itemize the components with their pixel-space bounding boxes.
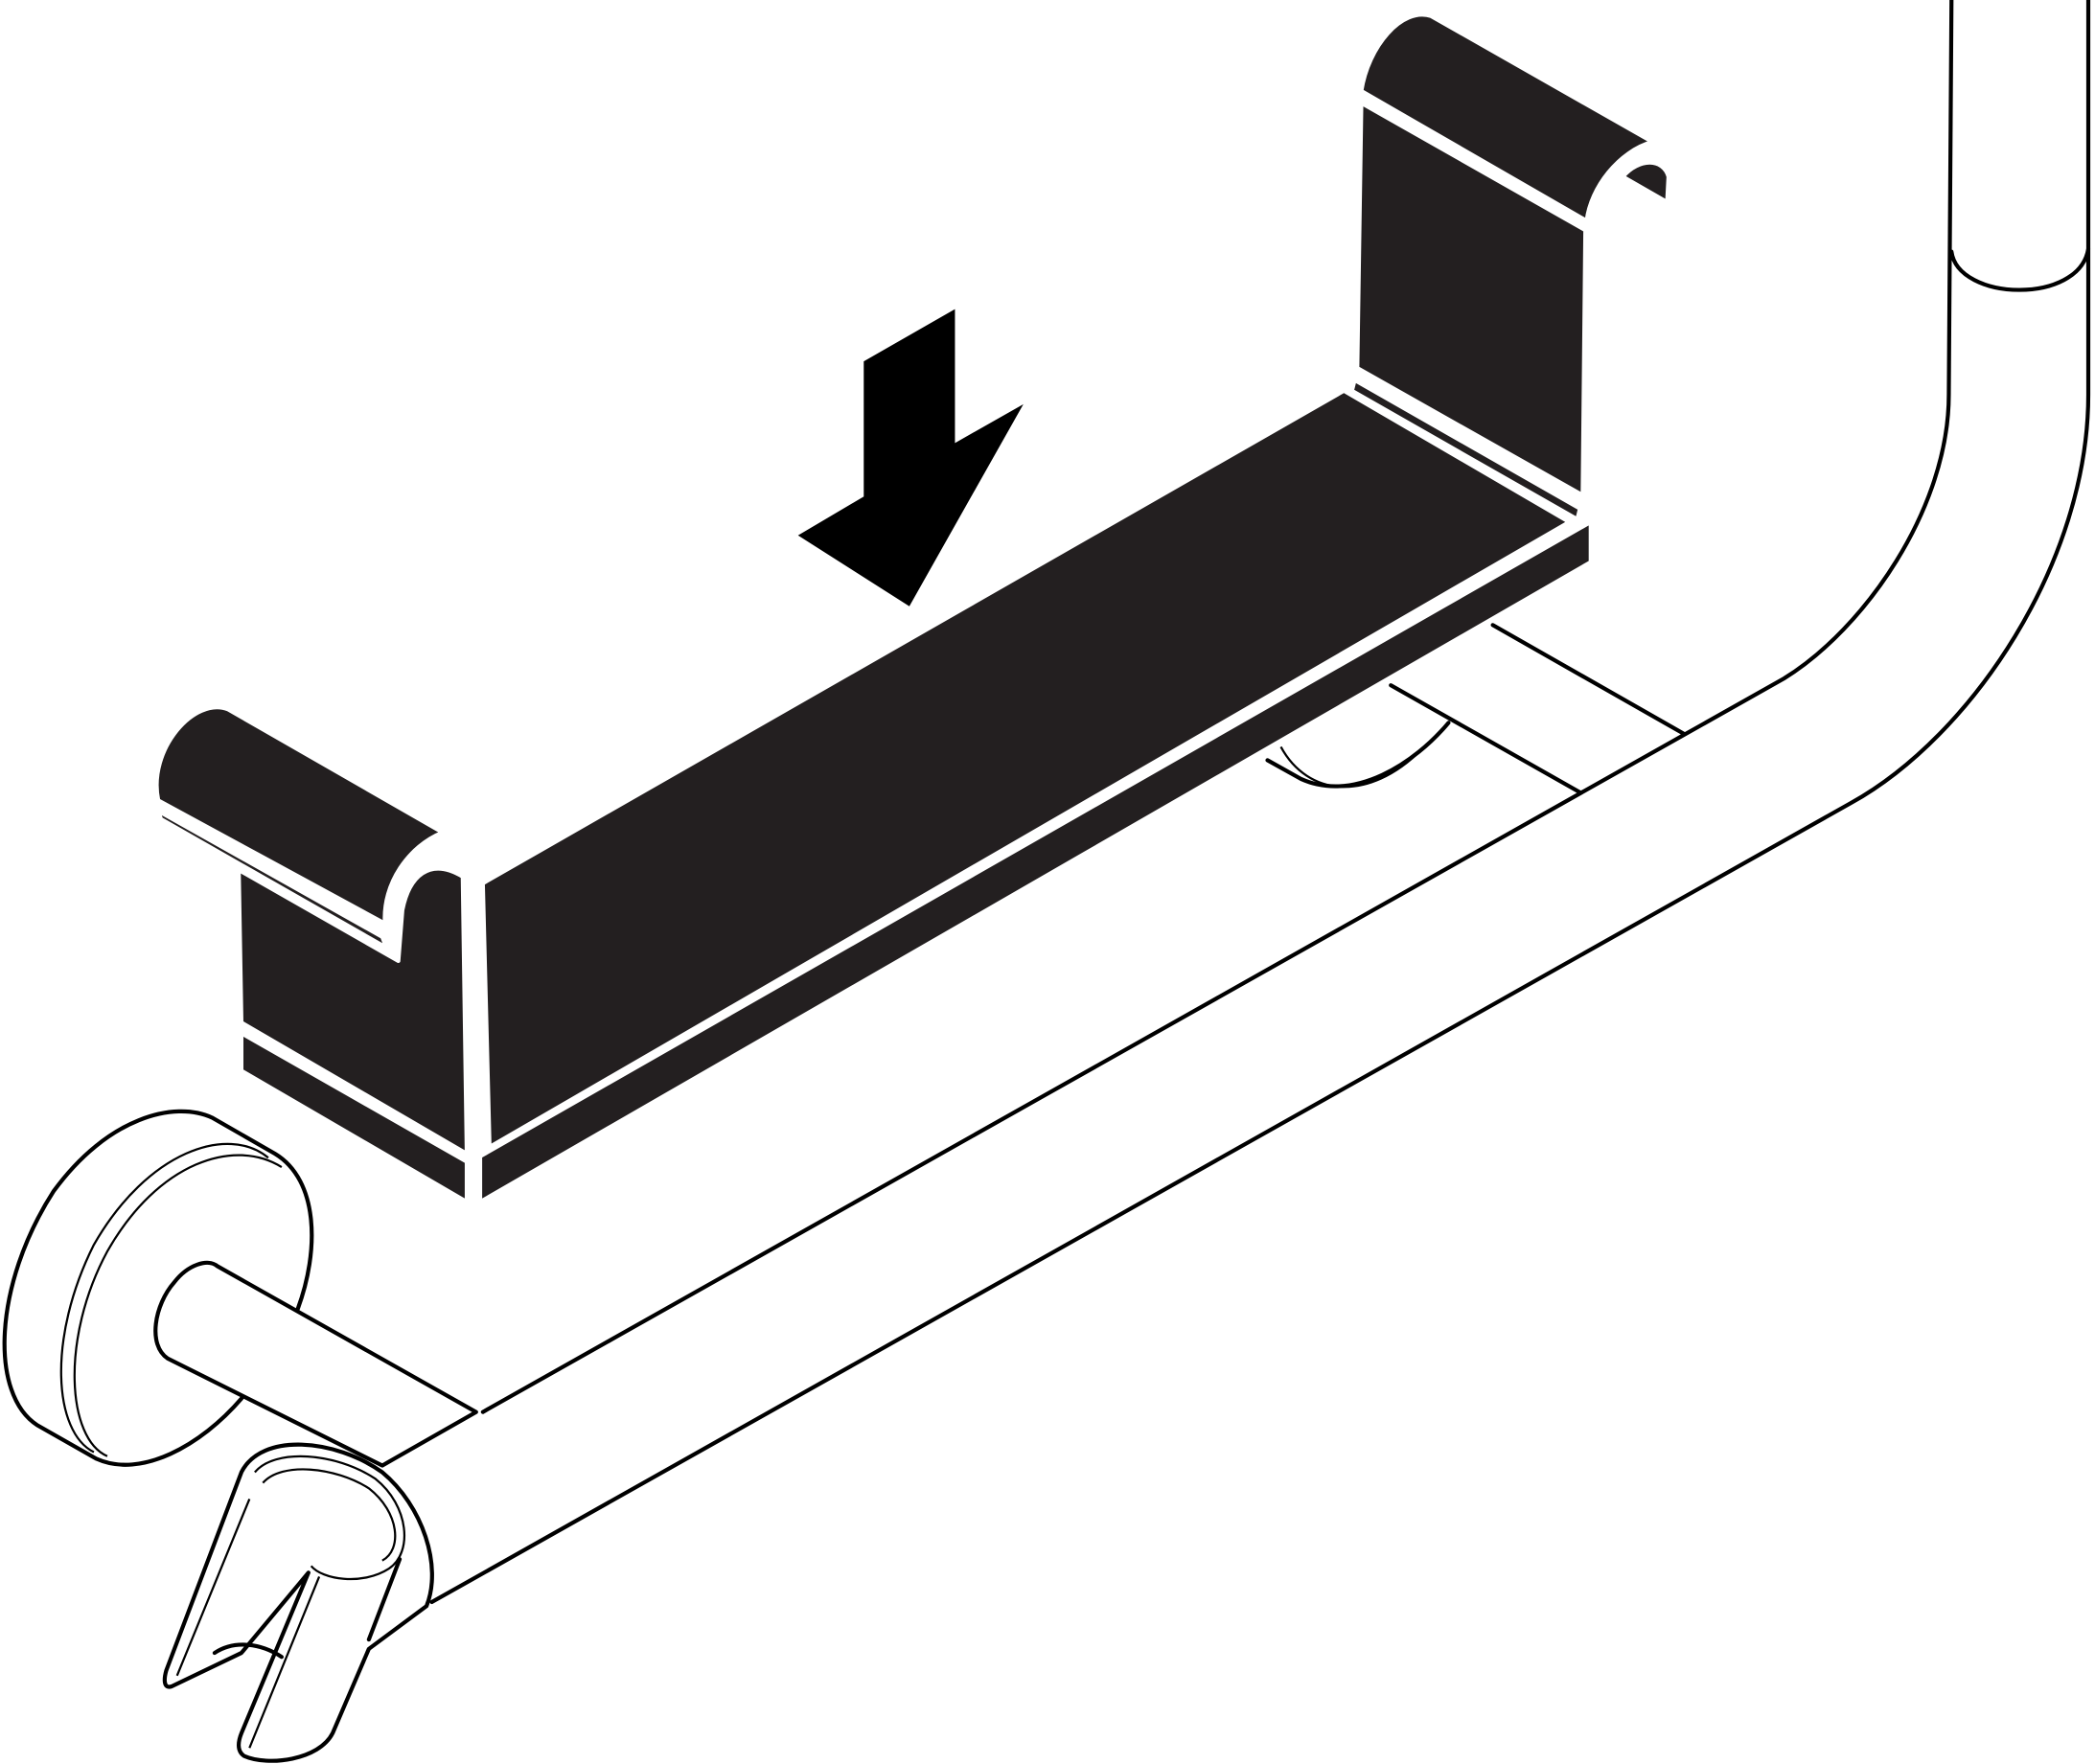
shower-rail bbox=[429, 0, 2091, 1605]
press-down-arrow bbox=[797, 309, 1024, 607]
hand-shower-holder bbox=[162, 1442, 434, 1763]
shelf bbox=[154, 12, 1671, 1204]
wall-mount bbox=[2, 1109, 478, 1468]
